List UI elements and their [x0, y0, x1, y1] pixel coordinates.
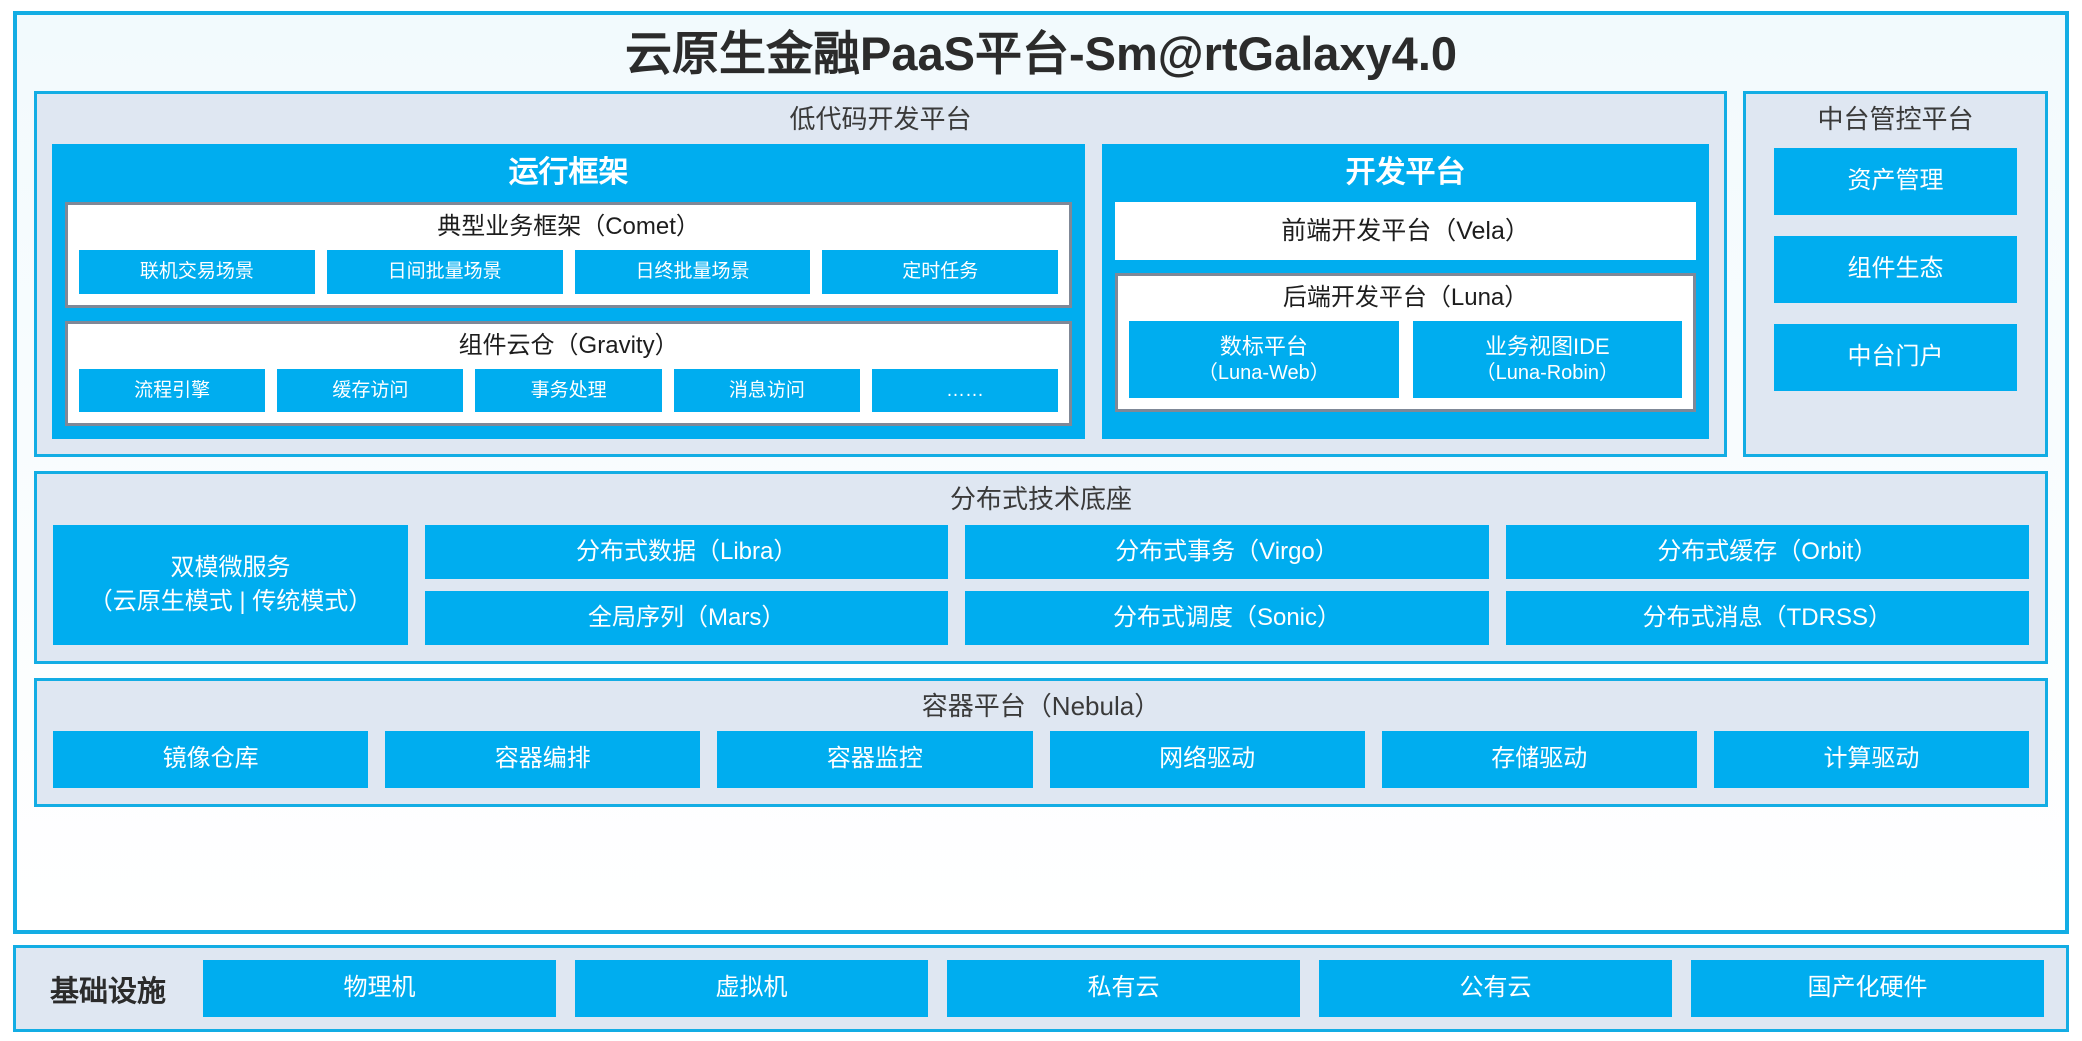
distributed-item-orbit[interactable]: 分布式缓存（Orbit）	[1505, 524, 2029, 579]
luna-robin-line2: （Luna-Robin）	[1475, 361, 1619, 384]
luna-card: 后端开发平台（Luna） 数标平台 （Luna-Web） 业务视图IDE （Lu…	[1115, 273, 1696, 412]
luna-robin-line1: 业务视图IDE	[1484, 334, 1610, 360]
microservice-item[interactable]: 双模微服务 （云原生模式 | 传统模式）	[53, 524, 408, 645]
comet-card: 典型业务框架（Comet） 联机交易场景 日间批量场景 日终批量场景 定时任务	[65, 202, 1073, 308]
distributed-column-2: 分布式事务（Virgo） 分布式调度（Sonic）	[965, 524, 1489, 645]
distributed-column-3: 分布式缓存（Orbit） 分布式消息（TDRSS）	[1505, 524, 2029, 645]
distributed-item-virgo[interactable]: 分布式事务（Virgo）	[965, 524, 1489, 579]
container-item-monitoring[interactable]: 容器监控	[717, 730, 1033, 788]
container-platform-title: 容器平台（Nebula）	[921, 690, 1161, 721]
management-item-portal[interactable]: 中台门户	[1774, 323, 2017, 391]
infrastructure-item-private-cloud[interactable]: 私有云	[947, 960, 1301, 1017]
runtime-framework-title: 运行框架	[508, 156, 629, 190]
container-platform-panel: 容器平台（Nebula） 镜像仓库 容器编排 容器监控 网络驱动 存储驱动 计算…	[34, 677, 2048, 807]
comet-title: 典型业务框架（Comet）	[437, 213, 700, 241]
top-row: 低代码开发平台 运行框架 典型业务框架（Comet） 联机交易场景 日间批量场景…	[34, 91, 2048, 458]
container-item-image-repo[interactable]: 镜像仓库	[53, 730, 369, 788]
gravity-items-row: 流程引擎 缓存访问 事务处理 消息访问 ……	[79, 368, 1059, 413]
distributed-item-mars[interactable]: 全局序列（Mars）	[425, 590, 949, 645]
distributed-column-1: 分布式数据（Libra） 全局序列（Mars）	[425, 524, 949, 645]
management-platform-panel: 中台管控平台 资产管理 组件生态 中台门户	[1743, 91, 2048, 458]
comet-items-row: 联机交易场景 日间批量场景 日终批量场景 定时任务	[79, 250, 1059, 294]
management-platform-title: 中台管控平台	[1817, 104, 1974, 135]
luna-web-item[interactable]: 数标平台 （Luna-Web）	[1129, 321, 1399, 398]
gravity-item-more[interactable]: ……	[871, 368, 1059, 413]
comet-item[interactable]: 日间批量场景	[326, 250, 563, 294]
infrastructure-item-domestic-hardware[interactable]: 国产化硬件	[1691, 960, 2045, 1017]
lowcode-platform-panel: 低代码开发平台 运行框架 典型业务框架（Comet） 联机交易场景 日间批量场景…	[34, 91, 1727, 458]
vela-card[interactable]: 前端开发平台（Vela）	[1115, 202, 1696, 261]
dev-platform-title: 开发平台	[1345, 156, 1466, 190]
infrastructure-bar: 基础设施 物理机 虚拟机 私有云 公有云 国产化硬件	[13, 945, 2069, 1032]
lowcode-platform-body: 运行框架 典型业务框架（Comet） 联机交易场景 日间批量场景 日终批量场景 …	[37, 144, 1724, 454]
page-title: 云原生金融PaaS平台-Sm@rtGalaxy4.0	[624, 27, 1458, 80]
infrastructure-item-public-cloud[interactable]: 公有云	[1319, 960, 1673, 1017]
luna-items-row: 数标平台 （Luna-Web） 业务视图IDE （Luna-Robin）	[1129, 321, 1683, 398]
distributed-base-body: 双模微服务 （云原生模式 | 传统模式） 分布式数据（Libra） 全局序列（M…	[37, 524, 2045, 661]
dev-platform-box: 开发平台 前端开发平台（Vela） 后端开发平台（Luna） 数标平台 （Lun…	[1102, 144, 1709, 440]
platform-frame: 云原生金融PaaS平台-Sm@rtGalaxy4.0 低代码开发平台 运行框架 …	[13, 11, 2069, 935]
runtime-framework-box: 运行框架 典型业务框架（Comet） 联机交易场景 日间批量场景 日终批量场景 …	[52, 144, 1086, 440]
luna-web-line2: （Luna-Web）	[1197, 361, 1330, 384]
container-item-storage-driver[interactable]: 存储驱动	[1381, 730, 1697, 788]
distributed-item-libra[interactable]: 分布式数据（Libra）	[425, 524, 949, 579]
luna-web-line1: 数标平台	[1219, 334, 1308, 360]
comet-item[interactable]: 定时任务	[822, 250, 1059, 294]
gravity-item[interactable]: 消息访问	[673, 368, 860, 413]
distributed-item-sonic[interactable]: 分布式调度（Sonic）	[965, 590, 1489, 645]
management-item-component[interactable]: 组件生态	[1774, 236, 2017, 303]
container-item-network-driver[interactable]: 网络驱动	[1049, 730, 1365, 788]
infrastructure-item-virtual[interactable]: 虚拟机	[575, 960, 929, 1017]
luna-robin-item[interactable]: 业务视图IDE （Luna-Robin）	[1412, 321, 1683, 398]
container-item-compute-driver[interactable]: 计算驱动	[1713, 730, 2030, 788]
container-platform-items: 镜像仓库 容器编排 容器监控 网络驱动 存储驱动 计算驱动	[37, 730, 2045, 804]
gravity-item[interactable]: 缓存访问	[277, 368, 464, 413]
infrastructure-item-physical[interactable]: 物理机	[203, 960, 557, 1017]
microservice-column: 双模微服务 （云原生模式 | 传统模式）	[53, 524, 408, 645]
distributed-base-panel: 分布式技术底座 双模微服务 （云原生模式 | 传统模式） 分布式数据（Libra…	[34, 471, 2048, 664]
gravity-item[interactable]: 事务处理	[475, 368, 662, 413]
comet-item[interactable]: 日终批量场景	[574, 250, 811, 294]
management-items: 资产管理 组件生态 中台门户	[1746, 144, 2045, 412]
gravity-item[interactable]: 流程引擎	[79, 368, 266, 413]
management-item-asset[interactable]: 资产管理	[1774, 148, 2017, 216]
lowcode-platform-title: 低代码开发平台	[789, 104, 972, 135]
gravity-title: 组件云仓（Gravity）	[458, 331, 679, 359]
microservice-line1: 双模微服务	[170, 553, 291, 581]
distributed-base-title: 分布式技术底座	[949, 484, 1132, 515]
distributed-item-tdrss[interactable]: 分布式消息（TDRSS）	[1505, 590, 2029, 645]
microservice-line2: （云原生模式 | 传统模式）	[88, 587, 373, 615]
container-item-orchestration[interactable]: 容器编排	[385, 730, 701, 788]
comet-item[interactable]: 联机交易场景	[79, 250, 315, 294]
gravity-card: 组件云仓（Gravity） 流程引擎 缓存访问 事务处理 消息访问 ……	[65, 320, 1073, 427]
infrastructure-label: 基础设施	[50, 975, 167, 1008]
luna-title: 后端开发平台（Luna）	[1282, 284, 1529, 312]
